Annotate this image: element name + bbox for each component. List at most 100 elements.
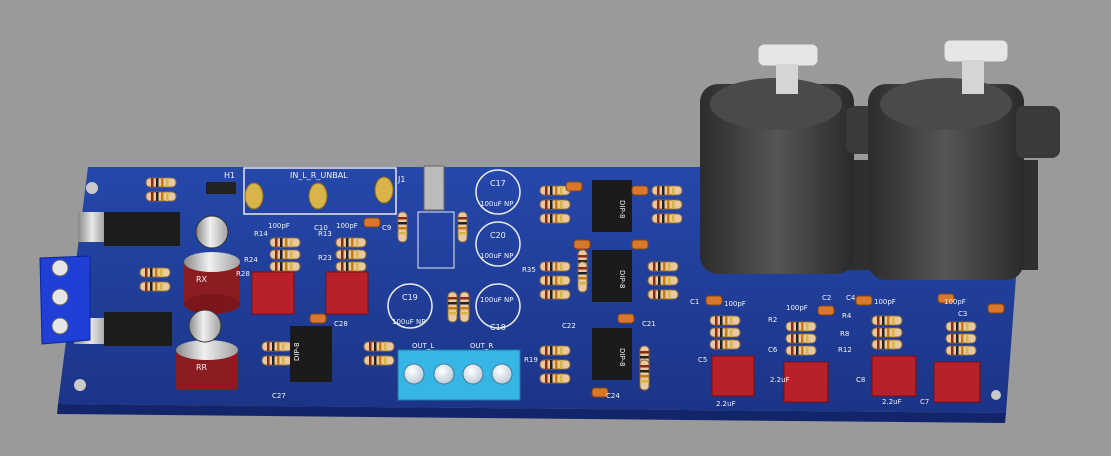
pcb-edge bbox=[57, 404, 1006, 423]
resistor bbox=[785, 333, 817, 344]
film-capacitor bbox=[325, 271, 369, 315]
resistor bbox=[785, 321, 817, 332]
ceramic-capacitor bbox=[705, 295, 723, 306]
ceramic-capacitor-group bbox=[309, 181, 1005, 398]
resistor bbox=[447, 291, 458, 323]
jack-pad bbox=[244, 182, 264, 210]
resistor bbox=[651, 213, 683, 224]
resistor bbox=[871, 315, 903, 326]
ref-label: R14 bbox=[254, 230, 268, 238]
ref-label: R4 bbox=[842, 312, 852, 320]
ceramic-capacitor bbox=[309, 313, 327, 324]
resistor bbox=[269, 261, 301, 272]
resistor bbox=[539, 359, 571, 370]
resistor bbox=[539, 345, 571, 356]
ref-label: R12 bbox=[838, 346, 852, 354]
mounting-hole bbox=[86, 182, 98, 194]
ref-label: C5 bbox=[698, 356, 707, 364]
xlr-connector bbox=[700, 43, 880, 274]
jumper-housing bbox=[423, 165, 445, 211]
resistor bbox=[261, 341, 293, 352]
dip8-ic: DIP-8 bbox=[592, 328, 632, 380]
resistor bbox=[539, 261, 571, 272]
voltage-regulator-body bbox=[104, 212, 180, 246]
resistor bbox=[261, 355, 293, 366]
resistor bbox=[139, 281, 171, 292]
resistor bbox=[459, 291, 470, 323]
resistor bbox=[269, 249, 301, 260]
resistor bbox=[709, 315, 741, 326]
ref-label: C8 bbox=[856, 376, 865, 384]
resistor bbox=[363, 341, 395, 352]
ref-label: C24 bbox=[606, 392, 620, 400]
input-jack-outline bbox=[243, 167, 397, 215]
ceramic-capacitor bbox=[617, 313, 635, 324]
voltage-regulator-body bbox=[104, 312, 172, 346]
film-capacitor bbox=[251, 271, 295, 315]
svg-text:DIP-8: DIP-8 bbox=[293, 342, 301, 361]
np-capacitor-c17: C17 100uF NP bbox=[475, 169, 521, 215]
resistor bbox=[335, 261, 367, 272]
resistor bbox=[639, 359, 650, 391]
jack-title: IN_L_R_UNBAL bbox=[290, 171, 348, 180]
resistor bbox=[647, 289, 679, 300]
screw-icon bbox=[51, 259, 69, 277]
svg-text:DIP-8: DIP-8 bbox=[618, 270, 626, 289]
resistor bbox=[945, 345, 977, 356]
resistor bbox=[335, 249, 367, 260]
small-electrolytic bbox=[188, 309, 222, 343]
out-l-label: OUT_L bbox=[412, 342, 434, 350]
resistor bbox=[647, 275, 679, 286]
small-electrolytic bbox=[195, 215, 229, 249]
ref-label: 2.2uF bbox=[716, 400, 736, 408]
resistor bbox=[651, 199, 683, 210]
cap-marking: RR bbox=[196, 363, 208, 372]
resistor bbox=[145, 177, 177, 188]
ref-label: 100pF bbox=[786, 304, 808, 312]
resistor bbox=[335, 237, 367, 248]
resistor bbox=[647, 261, 679, 272]
ref-label: C9 bbox=[382, 224, 391, 232]
electrolytic-capacitor bbox=[176, 340, 238, 390]
resistor bbox=[457, 211, 468, 243]
resistor bbox=[139, 267, 171, 278]
ref-label: 100pF bbox=[268, 222, 290, 230]
resistor bbox=[871, 327, 903, 338]
ref-label: C10 bbox=[314, 224, 328, 232]
resistor bbox=[945, 333, 977, 344]
ref-label: R8 bbox=[840, 330, 849, 338]
resistor bbox=[539, 213, 571, 224]
ref-label: C21 bbox=[642, 320, 656, 328]
ref-label: C27 bbox=[272, 392, 286, 400]
ref-label: 100pF bbox=[724, 300, 746, 308]
voltage-regulator bbox=[78, 212, 106, 242]
resistor bbox=[145, 191, 177, 202]
output-terminal bbox=[397, 349, 521, 401]
film-capacitor bbox=[783, 361, 829, 403]
xlr-connector bbox=[868, 39, 1060, 280]
ref-label: C22 bbox=[562, 322, 576, 330]
ref-label: 2.2uF bbox=[882, 398, 902, 406]
resistor bbox=[651, 185, 683, 196]
ceramic-capacitor bbox=[937, 293, 955, 304]
film-capacitor bbox=[871, 355, 917, 397]
jack-pad bbox=[308, 182, 328, 210]
svg-text:100uF NP: 100uF NP bbox=[480, 296, 514, 304]
mounting-hole bbox=[991, 390, 1001, 400]
screw-icon bbox=[51, 317, 69, 335]
ref-label: C4 bbox=[846, 294, 856, 302]
ref-label: R28 bbox=[236, 270, 250, 278]
mounting-hole bbox=[74, 379, 86, 391]
cap-marking: RX bbox=[196, 275, 208, 284]
j1-label: J1 bbox=[397, 175, 405, 184]
dip8-ic: DIP-8 bbox=[592, 180, 632, 232]
out-r-label: OUT_R bbox=[470, 342, 493, 350]
resistor bbox=[785, 345, 817, 356]
ref-label: R23 bbox=[318, 254, 332, 262]
resistor bbox=[871, 339, 903, 350]
screw-icon bbox=[51, 288, 69, 306]
ceramic-capacitor bbox=[855, 295, 873, 306]
np-capacitor-c19: C19 100uF NP bbox=[387, 283, 433, 329]
svg-text:C19: C19 bbox=[402, 293, 418, 302]
